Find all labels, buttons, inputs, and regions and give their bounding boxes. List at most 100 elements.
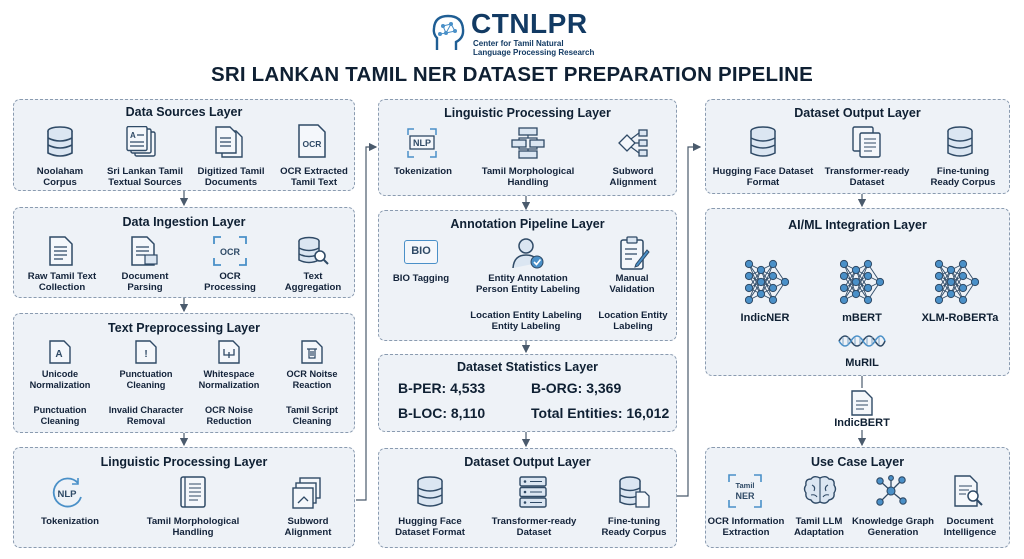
preprocess-sub-label: Invalid Character Removal [108, 405, 184, 426]
neural-network-icon [935, 259, 979, 305]
nlp-icon: NLP [52, 477, 82, 508]
document-icon [851, 390, 873, 416]
output-label: Hugging Face Dataset Format [395, 516, 465, 538]
whitespace-icon [218, 340, 240, 364]
preprocess-label: Punctuation Cleaning [119, 369, 173, 390]
ocr-text: OCR [220, 247, 241, 257]
panel-title: Linguistic Processing Layer [444, 106, 611, 120]
usecase-label: Knowledge Graph Generation [851, 516, 935, 538]
logo-name: CTNLPR [471, 8, 588, 39]
model-label-xlmr: XLM-RoBERTa [921, 312, 999, 324]
svg-text:Tamil: Tamil [735, 481, 754, 490]
annotation-label: BIO Tagging [392, 273, 450, 284]
svg-text:NLP: NLP [413, 138, 431, 148]
preprocess-sub-label: Tamil Script Cleaning [286, 405, 338, 426]
ingestion-label: Raw Tamil Text Collection [27, 271, 97, 293]
alignment-icon [618, 129, 648, 157]
documents-icon: A [126, 126, 156, 157]
database-icon [750, 126, 776, 157]
arrow-left-to-middle [356, 142, 378, 501]
linguistic-label: Tokenization [41, 516, 99, 527]
ocr-text: OCR [303, 139, 322, 149]
files-icon [215, 126, 243, 158]
preprocess-label: OCR Noitse Reaction [286, 369, 338, 390]
source-label: OCR Extracted Tamil Text [280, 166, 348, 188]
source-label: Sri Lankan Tamil Textual Sources [106, 166, 184, 188]
model-label-indicner: IndicNER [740, 312, 790, 324]
document-icon [49, 236, 73, 266]
svg-text:A: A [55, 349, 62, 360]
panel-title: Data Sources Layer [125, 105, 243, 119]
ingestion-label: Document Parsing [121, 271, 169, 293]
logo-subtitle-1: Center for Tamil Natural [473, 39, 564, 48]
database-icon [47, 126, 73, 157]
usecase-label: Tamil LLM Adaptation [793, 516, 845, 538]
neural-network-icon [840, 259, 884, 305]
annotation-sub-label: Location Entity Labeling [598, 310, 668, 332]
usecase-label: OCR Information Extraction [707, 516, 785, 538]
neural-network-icon [745, 259, 789, 305]
output-label: Transformer-ready Dataset [824, 166, 910, 188]
source-label: Noolaham Corpus [36, 166, 84, 188]
punctuation-icon: ! [135, 340, 157, 364]
tamil-ner-icon: Tamil NER [728, 474, 762, 508]
usecase-label: Document Intelligence [943, 516, 997, 538]
panel-title: Dataset Output Layer [794, 106, 921, 120]
preprocess-label: Whitespace Normalization [198, 369, 260, 390]
person-check-icon [512, 238, 544, 269]
logo-head-icon [432, 14, 465, 50]
clipboard-edit-icon [620, 236, 650, 270]
page-title: SRI LANKAN TAMIL NER DATASET PREPARATION… [210, 63, 814, 86]
panel-title: AI/ML Integration Layer [788, 218, 927, 232]
document-parse-icon [131, 236, 158, 266]
dna-icon [838, 335, 886, 347]
model-label-muril: MuRIL [845, 357, 879, 369]
database-icon [417, 476, 443, 507]
annotation-label: Entity Annotation Person Entity Labeling [476, 273, 580, 295]
database-doc-icon [619, 476, 650, 508]
panel-title: Data Ingestion Layer [122, 215, 246, 229]
linguistic-label: Subword Alignment [284, 516, 332, 538]
ocr-document-icon: OCR [298, 124, 326, 158]
linguistic-label: Tamil Morphological Handling [146, 516, 240, 538]
svg-text:NLP: NLP [58, 489, 78, 500]
arrow-middle-to-right [677, 142, 702, 497]
graph-icon [876, 475, 907, 506]
panel-title: Linguistic Processing Layer [100, 455, 268, 469]
preprocess-sub-label: Punctuation Cleaning [33, 405, 87, 426]
stat-borg: B-ORG: 3,369 [531, 380, 622, 396]
panel-title: Dataset Statistics Layer [456, 360, 599, 374]
stat-total: Total Entities: 16,012 [531, 405, 670, 421]
source-label: Digitized Tamil Documents [197, 166, 265, 188]
morphology-book-icon [180, 476, 206, 508]
ingestion-label: OCR Processing [204, 271, 256, 293]
tree-icon [511, 127, 545, 159]
bio-icon: BIO [404, 240, 438, 264]
model-label-mbert: mBERT [842, 312, 882, 324]
panel-title: Dataset Output Layer [464, 455, 591, 469]
panel-title: Use Case Layer [810, 455, 905, 469]
ingestion-label: Text Aggregation [284, 271, 342, 293]
linguistic-label: Tamil Morphological Handling [481, 166, 575, 188]
svg-text:!: ! [144, 349, 147, 360]
output-label: Fine-tuning Ready Corpus [601, 516, 667, 538]
svg-text:NER: NER [735, 491, 755, 501]
preprocess-sub-label: OCR Noise Reduction [205, 405, 253, 426]
dataset-statistics-panel: Dataset Statistics Layer [378, 354, 677, 432]
stat-bloc: B-LOC: 8,110 [398, 405, 486, 421]
trash-icon [301, 340, 323, 364]
stat-bper: B-PER: 4,533 [398, 380, 486, 396]
linguistic-label: Subword Alignment [609, 166, 657, 188]
output-label: Hugging Face Dataset Format [712, 166, 814, 188]
bridge-label: IndicBERT [834, 417, 890, 429]
ocr-scan-icon: OCR [213, 236, 247, 266]
annotation-sub-label: Location Entity Labeling Entity Labeling [470, 310, 582, 332]
subword-stack-icon [292, 477, 321, 509]
nlp-tag-icon: NLP [407, 128, 437, 158]
logo-subtitle-2: Language Processing Research [473, 48, 595, 57]
database-search-icon [298, 236, 329, 265]
preprocess-label: Unicode Normalization [29, 369, 91, 390]
panel-title: Annotation Pipeline Layer [450, 217, 605, 231]
text-preprocessing-panel: Text Preprocessing Layer [13, 313, 355, 433]
copy-icon [852, 126, 881, 158]
